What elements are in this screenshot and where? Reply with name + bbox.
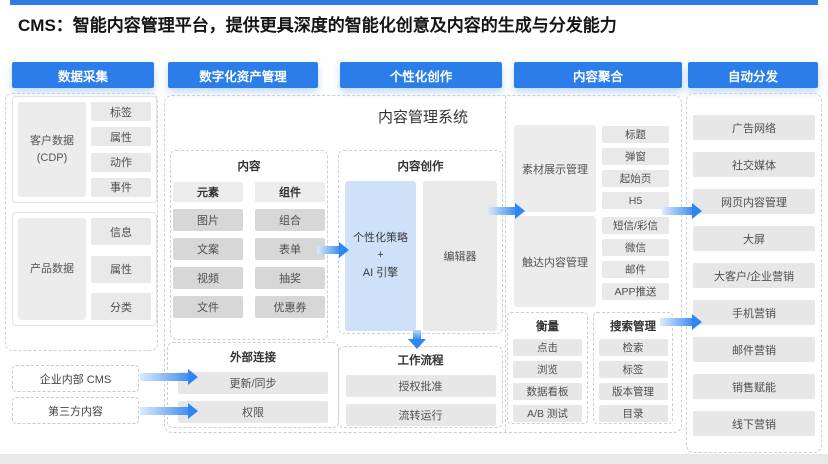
reach-item-email: 邮件 bbox=[602, 261, 669, 278]
authorization-approval-item: 授权批准 bbox=[345, 375, 496, 397]
dist-item-social-media: 社交媒体 bbox=[693, 152, 815, 177]
content-creation-title: 内容创作 bbox=[397, 161, 444, 173]
update-sync-item: 更新/同步 bbox=[178, 372, 328, 394]
page-title: CMS：智能内容管理平台，提供更具深度的智能化创意及内容的生成与分发能力 bbox=[18, 16, 617, 35]
dist-item-mobile-marketing: 手机营销 bbox=[693, 300, 815, 325]
internal-cms-box: 企业内部 CMS bbox=[12, 365, 139, 392]
arrow-strategy-to-workflow bbox=[408, 330, 426, 349]
arrow-creation-to-aggregation bbox=[487, 203, 525, 219]
element-files: 文件 bbox=[173, 296, 243, 318]
third-party-content-box: 第三方内容 bbox=[12, 397, 139, 424]
component-forms: 表单 bbox=[255, 238, 325, 260]
arrow-aggregation-to-distribution-bottom bbox=[660, 314, 702, 330]
measure-item-ab-test: A/B 测试 bbox=[513, 405, 582, 422]
external-connection-panel: 外部连接 更新/同步 权限 bbox=[167, 342, 339, 428]
search-item-retrieval: 检索 bbox=[598, 339, 668, 356]
product-data-items: 信息 属性 分类 bbox=[91, 218, 151, 320]
measure-item-views: 浏览 bbox=[513, 361, 582, 378]
product-item-info: 信息 bbox=[91, 218, 151, 245]
element-copywriting: 文案 bbox=[173, 238, 243, 260]
cms-system-panel bbox=[164, 95, 682, 433]
bottom-bar bbox=[0, 454, 828, 464]
reach-item-wechat: 微信 bbox=[602, 239, 669, 256]
product-data-box: 产品数据 bbox=[18, 218, 86, 320]
product-data-group: 产品数据 信息 属性 分类 bbox=[12, 212, 157, 326]
workflow-panel: 工作流程 授权批准 流转运行 bbox=[338, 346, 503, 428]
customer-item-attributes: 属性 bbox=[91, 127, 151, 147]
measure-item-clicks: 点击 bbox=[513, 339, 582, 356]
dist-item-web-content-management: 网页内容管理 bbox=[693, 189, 815, 214]
stage-personalized-creation: 个性化创作 bbox=[340, 62, 502, 88]
arrow-aggregation-to-distribution-top bbox=[662, 203, 702, 219]
product-item-attributes: 属性 bbox=[91, 255, 151, 283]
circulation-operation-item: 流转运行 bbox=[345, 404, 496, 426]
aggregation-divider bbox=[505, 96, 506, 432]
elements-header: 元素 bbox=[173, 182, 243, 202]
dist-item-ad-network: 广告网络 bbox=[693, 115, 815, 140]
measurement-panel: 衡量 点击 浏览 数据看板 A/B 测试 bbox=[507, 312, 588, 424]
search-item-version-management: 版本管理 bbox=[598, 383, 668, 400]
content-panel: 内容 元素 图片 文案 视频 文件 组件 组合 表单 抽奖 优惠券 bbox=[170, 150, 328, 340]
arrow-head bbox=[408, 339, 426, 349]
customer-data-cdp-box: 客户数据 (CDP) bbox=[18, 102, 86, 197]
data-collection-panel bbox=[5, 93, 158, 351]
customer-item-actions: 动作 bbox=[91, 152, 151, 172]
components-header: 组件 bbox=[255, 182, 325, 202]
content-creation-panel: 内容创作 个性化策略 + AI 引擎 编辑器 bbox=[338, 150, 503, 334]
arrow-stem bbox=[413, 330, 421, 339]
material-item-title: 标题 bbox=[602, 126, 669, 143]
reach-item-app-push: APP推送 bbox=[602, 283, 669, 300]
search-item-tags: 标签 bbox=[598, 361, 668, 378]
arrow-internal-cms-to-update-sync bbox=[140, 369, 198, 385]
search-management-panel: 搜索管理 检索 标签 版本管理 目录 bbox=[593, 312, 673, 424]
reach-content-management-box: 触达内容管理 bbox=[514, 216, 596, 307]
reach-content-items: 短信/彩信 微信 邮件 APP推送 bbox=[602, 217, 669, 300]
cms-system-title: 内容管理系统 bbox=[377, 109, 468, 126]
elements-column: 元素 图片 文案 视频 文件 bbox=[173, 182, 243, 318]
component-coupons: 优惠券 bbox=[255, 296, 325, 318]
element-video: 视频 bbox=[173, 267, 243, 289]
material-item-popup: 弹窗 bbox=[602, 148, 669, 165]
stage-data-collection: 数据采集 bbox=[12, 62, 154, 88]
measurement-title: 衡量 bbox=[536, 321, 559, 333]
permissions-item: 权限 bbox=[178, 401, 328, 423]
customer-item-tags: 标签 bbox=[91, 102, 151, 121]
dist-item-offline-marketing: 线下营销 bbox=[693, 411, 815, 436]
stage-auto-distribution: 自动分发 bbox=[688, 62, 818, 88]
dist-item-key-account-marketing: 大客户/企业营销 bbox=[693, 263, 815, 288]
material-display-management-box: 素材展示管理 bbox=[514, 125, 596, 212]
dist-item-sales-enablement: 销售赋能 bbox=[693, 374, 815, 399]
search-item-catalog: 目录 bbox=[598, 405, 668, 422]
product-item-categories: 分类 bbox=[91, 293, 151, 320]
arrow-third-party-to-permissions bbox=[140, 403, 198, 419]
measure-item-dashboard: 数据看板 bbox=[513, 383, 582, 400]
component-combination: 组合 bbox=[255, 209, 325, 231]
material-item-h5: H5 bbox=[602, 192, 669, 209]
dist-item-large-screen: 大屏 bbox=[693, 226, 815, 251]
stage-digital-asset-management: 数字化资产管理 bbox=[168, 62, 318, 88]
dist-item-email-marketing: 邮件营销 bbox=[693, 337, 815, 362]
external-connection-title: 外部连接 bbox=[230, 352, 276, 364]
customer-data-items: 标签 属性 动作 事件 bbox=[91, 102, 151, 197]
auto-distribution-panel: 广告网络 社交媒体 网页内容管理 大屏 大客户/企业营销 手机营销 邮件营销 销… bbox=[686, 93, 822, 453]
editor-box: 编辑器 bbox=[423, 181, 497, 331]
search-management-title: 搜索管理 bbox=[610, 321, 656, 333]
stage-content-aggregation: 内容聚合 bbox=[514, 62, 682, 88]
reach-item-sms-mms: 短信/彩信 bbox=[602, 217, 669, 234]
workflow-title: 工作流程 bbox=[397, 355, 444, 367]
content-columns: 元素 图片 文案 视频 文件 组件 组合 表单 抽奖 优惠券 bbox=[171, 182, 327, 318]
material-item-startpage: 起始页 bbox=[602, 170, 669, 187]
customer-item-events: 事件 bbox=[91, 177, 151, 197]
personalization-strategy-ai-engine-box: 个性化策略 + AI 引擎 bbox=[345, 181, 416, 331]
components-column: 组件 组合 表单 抽奖 优惠券 bbox=[255, 182, 325, 318]
arrow-content-to-creation bbox=[317, 242, 349, 258]
top-accent-bar bbox=[10, 0, 818, 5]
component-lottery: 抽奖 bbox=[255, 267, 325, 289]
element-images: 图片 bbox=[173, 209, 243, 231]
customer-data-group: 客户数据 (CDP) 标签 属性 动作 事件 bbox=[12, 96, 157, 203]
material-display-items: 标题 弹窗 起始页 H5 bbox=[602, 126, 669, 209]
content-panel-title: 内容 bbox=[237, 161, 261, 173]
